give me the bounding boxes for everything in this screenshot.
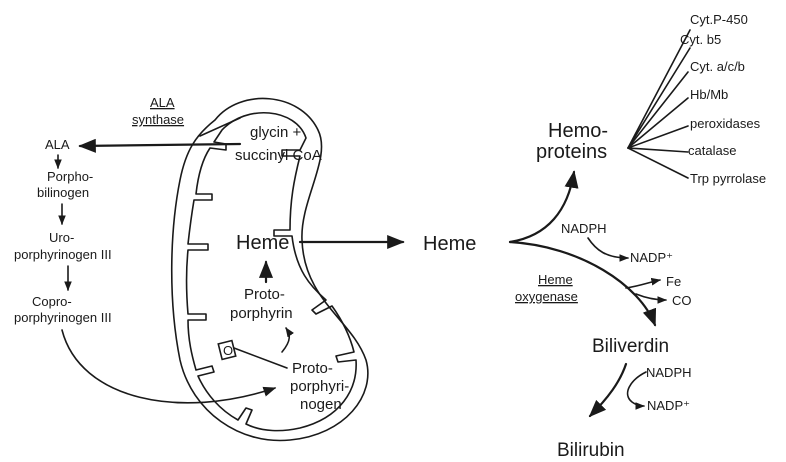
substrate-glycin: glycin +: [250, 124, 302, 141]
cytosolic-heme: Heme: [423, 233, 476, 255]
uroporphyrinogen-label-2: porphyrinogen III: [14, 247, 112, 262]
arrow-substrates-to-ala: [80, 144, 240, 146]
arrow-fe-release: [626, 280, 660, 288]
nadph-input-2: NADPH: [646, 365, 692, 380]
arrow-protoporphyrinogen-to-protoporphyrin: [282, 328, 289, 352]
nadph-cofactor-curve-2: [628, 372, 646, 406]
hemoproteins-branch: Hemo- proteins Cyt.P-450 Cyt. b5 Cyt. a/…: [510, 12, 766, 242]
connector-box-to-protoporphyrinogen: [234, 348, 287, 368]
bilirubin: Bilirubin: [557, 440, 625, 461]
hemoprotein-peroxidases: peroxidases: [690, 116, 761, 131]
protoporphyrinogen-label-2: porphyri-: [290, 378, 349, 395]
coproporphyrinogen-label-1: Copro-: [32, 294, 72, 309]
fan-line-cyt-p450: [628, 30, 690, 148]
substrate-succinyl-coa: succinyl CoA: [235, 147, 322, 164]
coproporphyrinogen-label-2: porphyrinogen III: [14, 310, 112, 325]
arrow-coproporphyrinogen-to-protoporphyrinogen: [62, 330, 275, 403]
iron-product: Fe: [666, 274, 681, 289]
ala-enzyme-label-1: ALA: [150, 95, 175, 110]
ala: ALA: [45, 137, 70, 152]
fan-line-catalase: [628, 148, 688, 152]
heme-degradation-branch: NADPH NADP⁺ Fe CO Heme oxygenase Biliver…: [510, 221, 692, 461]
protoporphyrin-label-1: Proto-: [244, 286, 285, 303]
mitochondrial-heme: Heme: [236, 232, 289, 254]
biliverdin: Biliverdin: [592, 336, 669, 357]
nadph-cofactor-curve-1: [588, 238, 628, 258]
fan-line-cyt-b5: [628, 48, 690, 148]
arrow-co-release: [636, 294, 666, 300]
protoporphyrin-label-2: porphyrin: [230, 305, 293, 322]
hemoprotein-cyt-acb: Cyt. a/c/b: [690, 59, 745, 74]
uroporphyrinogen-label-1: Uro-: [49, 230, 74, 245]
ala-enzyme-label-2: synthase: [132, 112, 184, 127]
porphobilinogen-label-1: Porpho-: [47, 169, 93, 184]
oxidase-box-label: O: [223, 343, 233, 358]
hemoprotein-trp-pyrrolase: Trp pyrrolase: [690, 171, 766, 186]
protoporphyrinogen-label-1: Proto-: [292, 360, 333, 377]
protoporphyrinogen-label-3: nogen: [300, 396, 342, 413]
hemoprotein-hb-mb: Hb/Mb: [690, 87, 728, 102]
nadp-output-1: NADP⁺: [630, 250, 673, 265]
hemoproteins-label-1: Hemo-: [548, 120, 608, 142]
nadp-output-2: NADP⁺: [647, 398, 690, 413]
hemoprotein-fan: [628, 30, 690, 178]
fan-line-hb-mb: [628, 98, 688, 148]
porphobilinogen-label-2: bilinogen: [37, 185, 89, 200]
hemoproteins-label-2: proteins: [536, 141, 607, 163]
hemoprotein-catalase: catalase: [688, 143, 736, 158]
hemoprotein-cyt-b5: Cyt. b5: [680, 32, 721, 47]
heme-oxygenase-label-2: oxygenase: [515, 289, 578, 304]
carbon-monoxide-product: CO: [672, 293, 692, 308]
nadph-input-1: NADPH: [561, 221, 607, 236]
heme-oxygenase-label-1: Heme: [538, 272, 573, 287]
hemoprotein-cyt-p450: Cyt.P-450: [690, 12, 748, 27]
arrow-biliverdin-to-bilirubin: [590, 364, 626, 416]
fan-line-trp-pyrrolase: [628, 148, 688, 178]
